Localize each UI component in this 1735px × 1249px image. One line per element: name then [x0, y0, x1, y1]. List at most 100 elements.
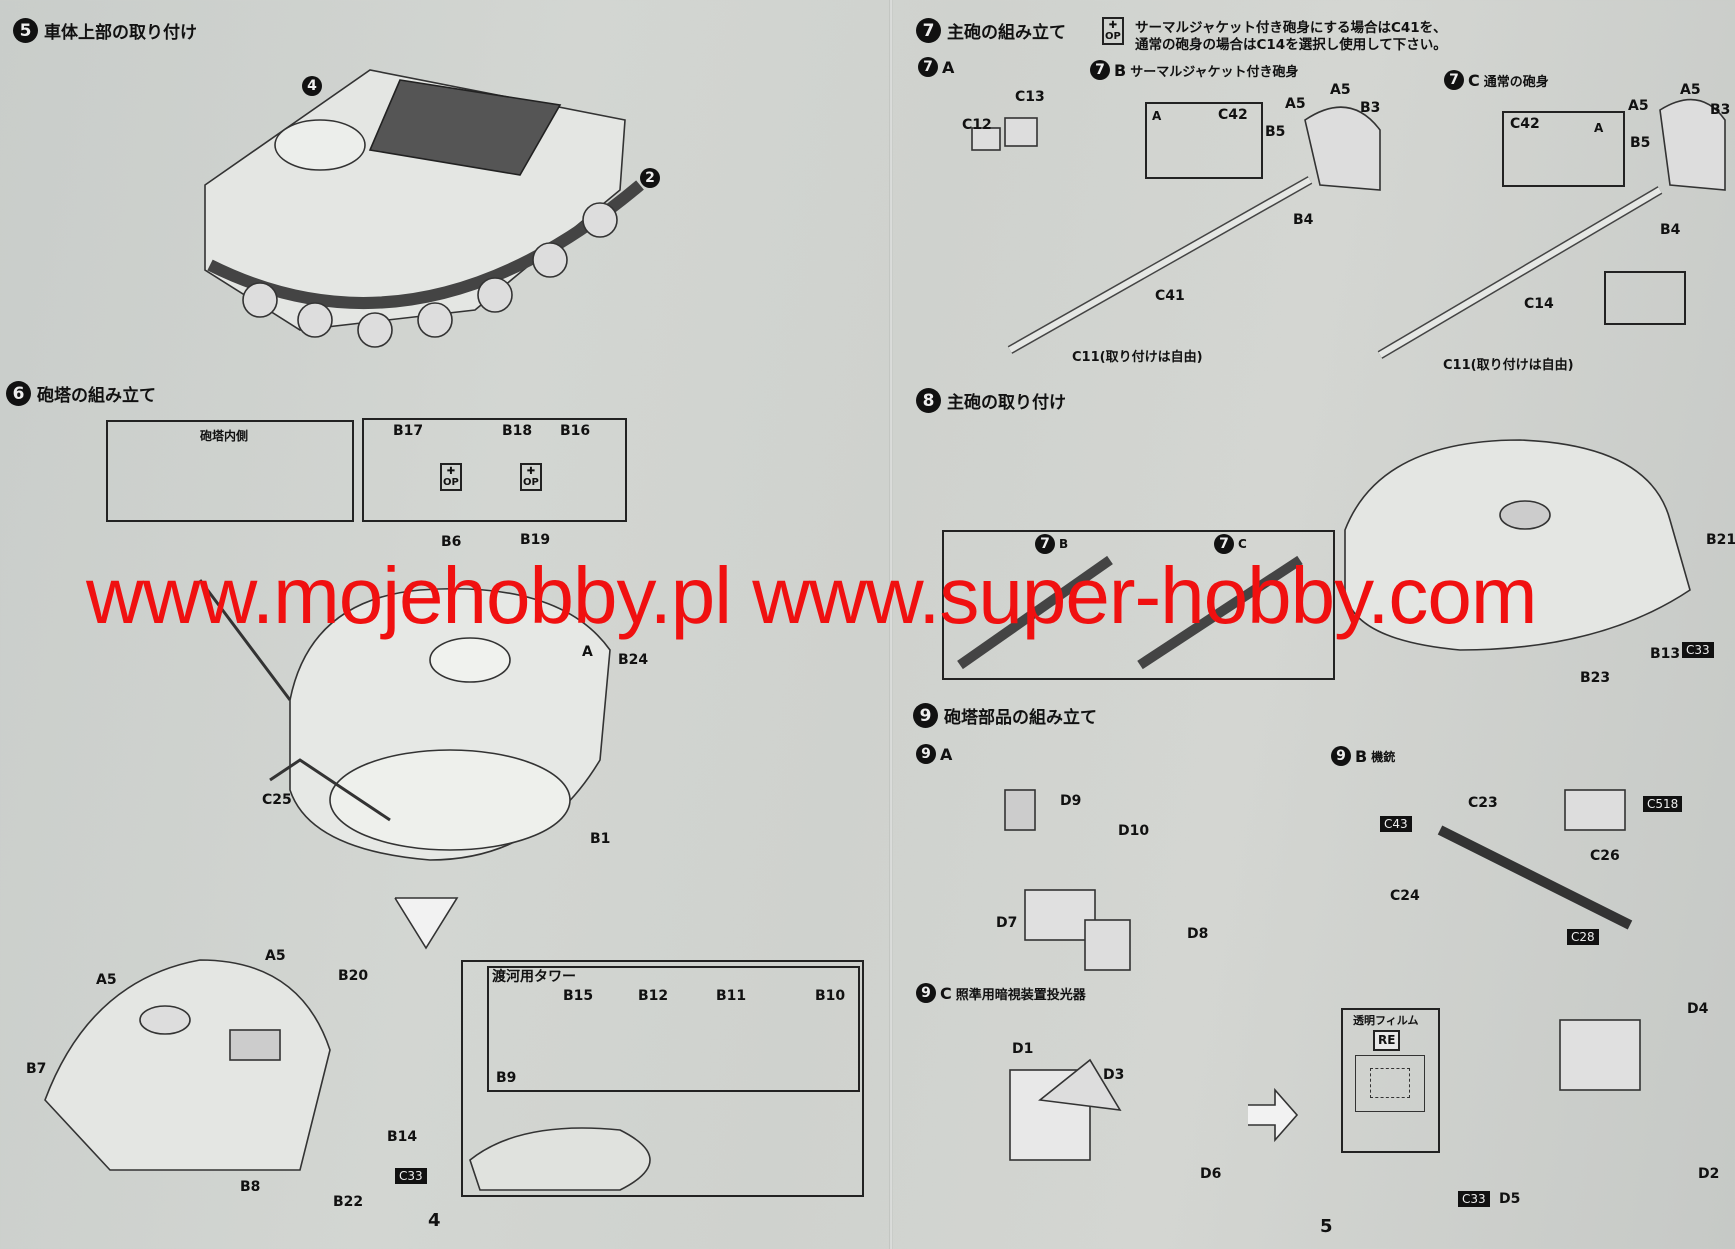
- step-number: 7: [916, 18, 941, 43]
- part-label: C23: [1468, 795, 1498, 811]
- part-label: B22: [333, 1194, 364, 1210]
- sub-label: C: [940, 983, 952, 1003]
- part-label: D7: [996, 915, 1018, 931]
- part-label: C14: [1524, 296, 1554, 312]
- part-label: B5: [1265, 124, 1286, 140]
- part-label: B13: [1650, 646, 1681, 662]
- film-cutout: [1370, 1068, 1410, 1098]
- sub-label: A: [940, 744, 953, 764]
- part-label: D3: [1103, 1067, 1125, 1083]
- part-label: B1: [590, 831, 611, 847]
- parts-box: [362, 418, 627, 522]
- part-label: D2: [1698, 1166, 1720, 1182]
- turret-interior-box: [106, 420, 354, 522]
- part-label: C42: [1218, 107, 1248, 123]
- part-label: B4: [1293, 212, 1314, 228]
- part-label: A5: [1285, 96, 1306, 112]
- part-label: B15: [563, 988, 594, 1004]
- part-label: C12: [962, 117, 992, 133]
- part-label: B17: [393, 423, 424, 439]
- step-number: 7: [918, 57, 938, 77]
- part-drawings-step9: [1004, 789, 1641, 1161]
- c11-label: C11(取り付けは自由): [1443, 358, 1574, 373]
- gun-barrels: [971, 98, 1726, 359]
- part-label-black: C33: [395, 1168, 427, 1184]
- part-label: D8: [1187, 926, 1209, 942]
- part-label: B21: [1706, 532, 1735, 548]
- part-label: B5: [1630, 135, 1651, 151]
- part-label: B16: [560, 423, 591, 439]
- step-title: 砲塔部品の組み立て: [944, 708, 1097, 728]
- step-title: 砲塔の組み立て: [37, 386, 156, 406]
- part-label: A5: [1330, 82, 1351, 98]
- step-number: 6: [6, 381, 31, 406]
- step-number: 5: [13, 18, 38, 43]
- step8-header: 8 主砲の取り付け: [916, 388, 1066, 413]
- page-fold: [889, 0, 893, 1249]
- part-label: C41: [1155, 288, 1185, 304]
- ref-label: A: [1152, 109, 1162, 123]
- part-label: A5: [96, 972, 117, 988]
- detail-inset-box: [1604, 271, 1686, 325]
- c11-label: C11(取り付けは自由): [1072, 350, 1203, 365]
- part-label: D9: [1060, 793, 1082, 809]
- film-sheet: [1355, 1055, 1425, 1112]
- note-line: サーマルジャケット付き砲身にする場合はC41を、: [1135, 20, 1447, 36]
- part-label-black: C33: [1682, 642, 1714, 658]
- part-label: C26: [1590, 848, 1620, 864]
- film-box: [1341, 1008, 1440, 1153]
- inner-box-label: 砲塔内側: [200, 429, 249, 443]
- op-badge: ✚OP: [1102, 17, 1124, 45]
- part-label: A5: [1680, 82, 1701, 98]
- step-number: 8: [916, 388, 941, 413]
- ref-label: C: [1238, 537, 1247, 551]
- part-label: D4: [1687, 1001, 1709, 1017]
- tower-box-title: 渡河用タワー: [492, 969, 576, 985]
- option-box: [1502, 111, 1625, 187]
- sub-label: B: [1355, 746, 1368, 766]
- sub-title: 機銃: [1371, 749, 1396, 764]
- part-label: D10: [1118, 823, 1150, 839]
- part-label: B12: [638, 988, 669, 1004]
- step-number: 9: [913, 703, 938, 728]
- part-label: B3: [1710, 102, 1731, 118]
- turret-drawing-final: [44, 959, 651, 1191]
- step5-header: 5 車体上部の取り付け: [13, 18, 197, 43]
- part-label: B3: [1360, 100, 1381, 116]
- part-label: B23: [1580, 670, 1611, 686]
- option-box: [1145, 102, 1263, 179]
- part-label: D5: [1499, 1191, 1521, 1207]
- plus-arrow-icon: ✚: [1108, 20, 1118, 31]
- op-text: OP: [1105, 31, 1121, 42]
- turret-drawing-step8: [957, 439, 1691, 670]
- part-label: B6: [441, 534, 462, 550]
- part-label: B20: [338, 968, 369, 984]
- plus-arrow-icon: ✚: [446, 466, 456, 477]
- part-label: B8: [240, 1179, 261, 1195]
- part-label: B10: [815, 988, 846, 1004]
- turret-drawing-step6: [198, 579, 611, 950]
- op-text: OP: [443, 477, 459, 488]
- part-label: B24: [618, 652, 649, 668]
- sub-label: A: [942, 57, 955, 77]
- part-label: B9: [496, 1070, 517, 1086]
- part-label: C25: [262, 792, 292, 808]
- part-label: B14: [387, 1129, 418, 1145]
- step9-header: 9 砲塔部品の組み立て: [913, 703, 1097, 728]
- part-label: B7: [26, 1061, 47, 1077]
- barrel-options-box: [942, 530, 1335, 680]
- sub-label: B: [1114, 60, 1127, 80]
- page-number: 4: [428, 1210, 441, 1231]
- part-label: C24: [1390, 888, 1420, 904]
- op-badge: ✚OP: [520, 463, 542, 491]
- watermark: www.mojehobby.pl www.super-hobby.com: [86, 551, 1538, 640]
- op-text: OP: [523, 477, 539, 488]
- sub-label: C: [1468, 70, 1480, 90]
